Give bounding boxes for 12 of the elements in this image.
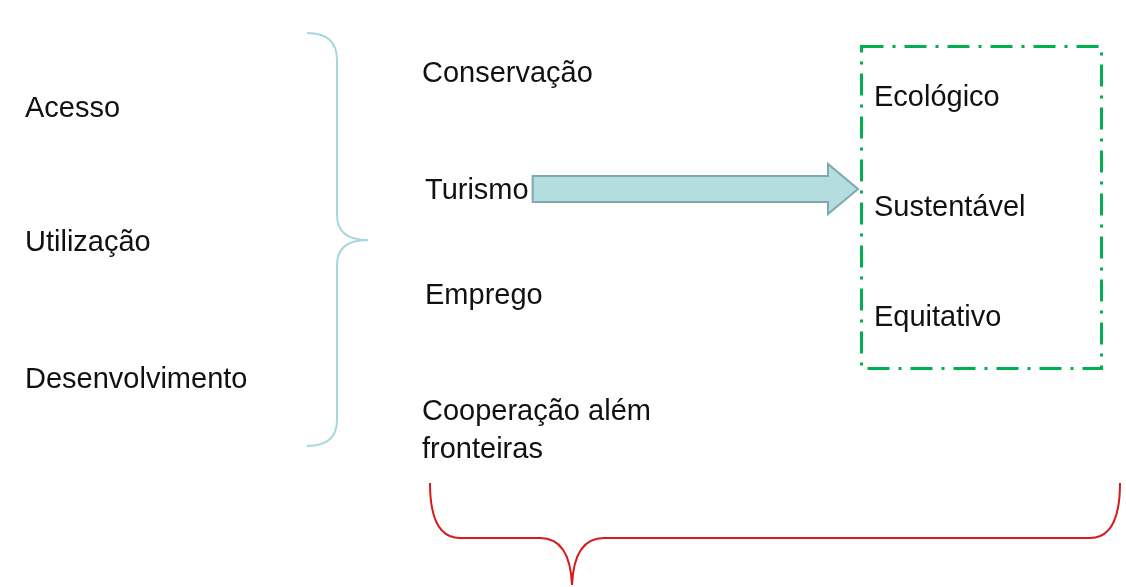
label-text: Conservação <box>422 55 593 90</box>
node-text: Turismo <box>425 170 529 208</box>
node-text: Sustentável <box>874 187 1026 225</box>
label-text: Emprego <box>425 277 543 312</box>
label-text: Acesso <box>25 90 121 125</box>
node-text: Equitativo <box>874 297 1002 335</box>
label-text: Utilização <box>25 224 151 259</box>
block-arrow <box>531 161 860 217</box>
dash-dot-frame <box>860 45 1103 370</box>
node-text: Ecológico <box>874 77 1000 115</box>
label-text: Cooperação além fronteiras <box>422 393 652 466</box>
label-text: Desenvolvimento <box>25 361 248 396</box>
